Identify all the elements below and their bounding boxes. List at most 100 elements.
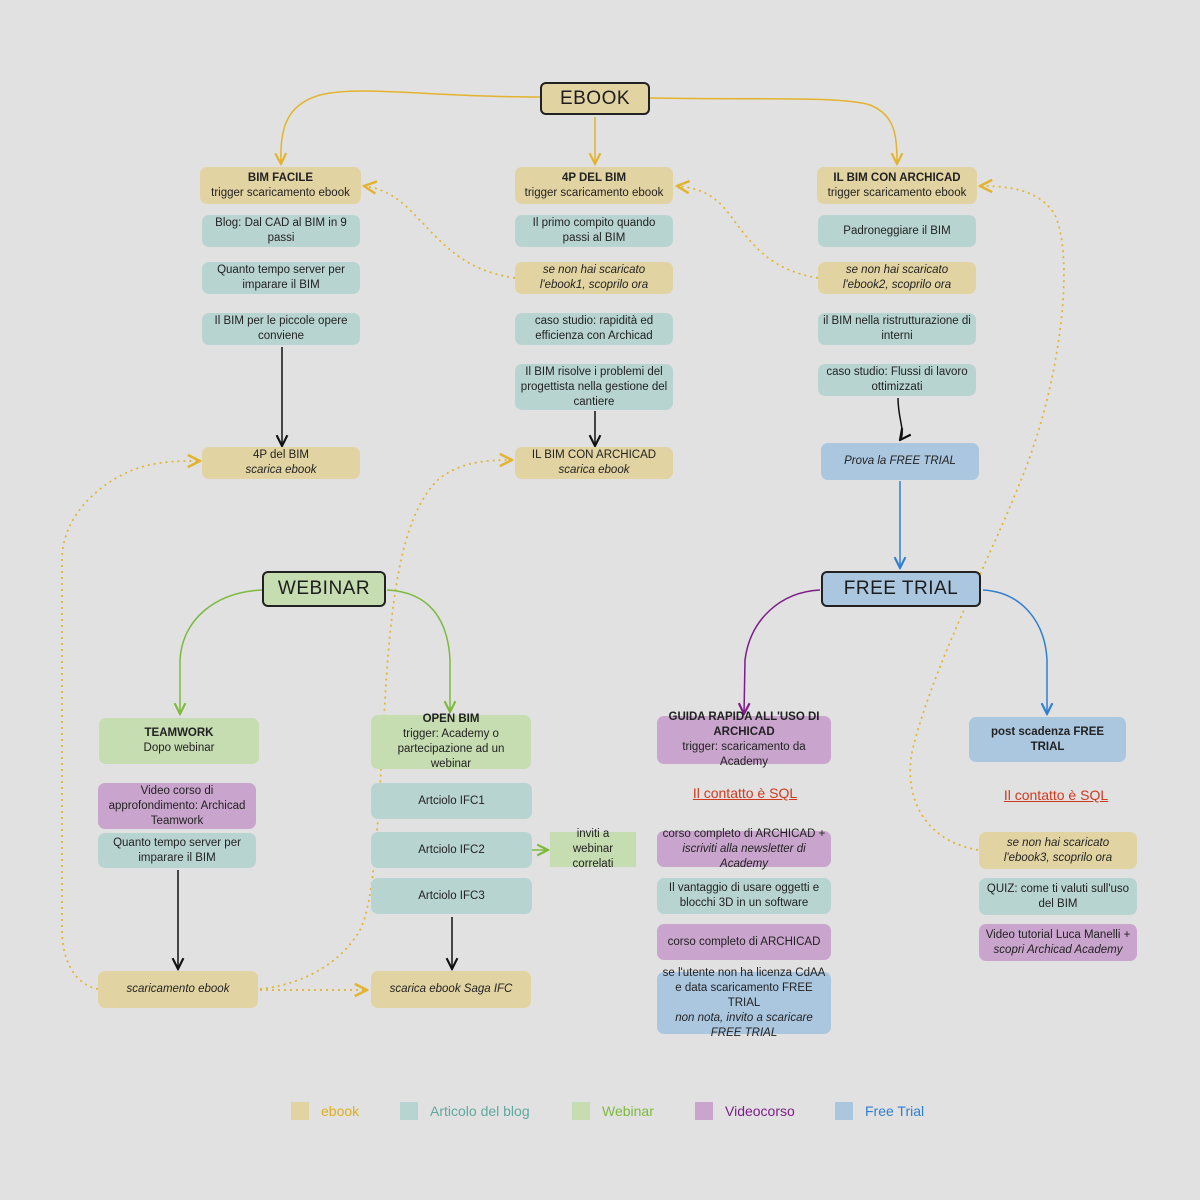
node-teamwork[interactable]: TEAMWORK Dopo webinar [99, 718, 259, 764]
node-gu-course2[interactable]: corso completo di ARCHICAD [657, 924, 831, 960]
edge-tw-end-to-bf-end [61, 461, 200, 990]
node-text: Prova la FREE TRIAL [844, 455, 956, 467]
edge-webinar-to-openbim [386, 589, 450, 712]
node-ob-ifc1[interactable]: Artciolo IFC1 [371, 783, 532, 819]
node-ob-ifc2[interactable]: Artciolo IFC2 [371, 832, 532, 868]
node-openbim[interactable]: OPEN BIM trigger: Academy o partecipazio… [371, 713, 531, 770]
legend-label: Videocorso [725, 1103, 795, 1119]
node-ac-noebook[interactable]: se non hai scaricato l'ebook2, scoprilo … [818, 262, 976, 294]
node-title: 4P DEL BIM [561, 171, 627, 184]
edge-ebook-to-archicad [649, 97, 897, 164]
node-text: se non hai scaricato l'ebook3, scoprilo … [1003, 836, 1113, 864]
node-p4-blog1[interactable]: Il primo compito quando passi al BIM [515, 215, 673, 247]
hub-ebook[interactable]: EBOOK [540, 82, 650, 115]
legend-swatch [835, 1102, 853, 1120]
guida-sql-label: Il contatto è SQL [692, 785, 798, 801]
node-text: il BIM nella ristrutturazione di interni [823, 315, 971, 342]
node-line2b: invito a scaricare FREE TRIAL [710, 1011, 813, 1039]
node-text: corso completo di ARCHICAD [667, 935, 821, 948]
legend-swatch [695, 1102, 713, 1120]
legend-blog: Articolo del blog [400, 1102, 530, 1120]
legend-label: Articolo del blog [430, 1103, 530, 1119]
node-bf-blog3[interactable]: Il BIM per le piccole opere conviene [202, 313, 360, 345]
legend-label: ebook [321, 1103, 360, 1119]
node-line1: IL BIM CON ARCHICAD [531, 449, 657, 461]
node-bim-con-archicad[interactable]: IL BIM CON ARCHICAD trigger scaricamento… [817, 167, 977, 204]
legend-videocorso: Videocorso [695, 1102, 795, 1120]
node-guida-rapida[interactable]: GUIDA RAPIDA ALL'USO DI ARCHICAD trigger… [657, 711, 831, 768]
node-line2: scarica ebook [245, 464, 317, 476]
node-ps-quiz[interactable]: QUIZ: come ti valuti sull'uso del BIM [979, 878, 1137, 915]
node-subtitle: trigger scaricamento ebook [827, 186, 967, 199]
legend-free-trial: Free Trial [835, 1102, 924, 1120]
node-text: Artciolo IFC1 [418, 794, 485, 807]
legend-label: Webinar [602, 1103, 654, 1119]
node-bf-end[interactable]: 4P del BIM scarica ebook [202, 447, 360, 479]
node-tw-video[interactable]: Video corso di approfondimento: Archicad… [98, 783, 256, 829]
node-tw-blog[interactable]: Quanto tempo server per imparare il BIM [98, 833, 256, 868]
node-subtitle: trigger: Academy o partecipazione ad un … [397, 728, 505, 770]
node-text: Artciolo IFC2 [418, 843, 485, 856]
node-line1: corso completo di ARCHICAD + [662, 827, 826, 840]
node-title: BIM FACILE [247, 171, 314, 184]
node-text: QUIZ: come ti valuti sull'uso del BIM [986, 882, 1130, 910]
legend-webinar: Webinar [572, 1102, 654, 1120]
node-bf-blog1[interactable]: Blog: Dal CAD al BIM in 9 passi [202, 215, 360, 247]
node-title: post scadenza FREE TRIAL [990, 725, 1105, 753]
legend-swatch [291, 1102, 309, 1120]
node-ob-ifc3[interactable]: Artciolo IFC3 [371, 878, 532, 914]
node-tw-end[interactable]: scaricamento ebook [98, 971, 258, 1008]
node-ob-end[interactable]: scarica ebook Saga IFC [371, 971, 531, 1008]
edge-noebook1-to-bim-facile [364, 186, 516, 279]
edge-freetrial-to-post [982, 589, 1047, 714]
node-ps-video[interactable]: Video tutorial Luca Manelli + scopri Arc… [979, 924, 1137, 961]
node-text: Quanto tempo server per imparare il BIM [217, 264, 345, 291]
node-text: caso studio: rapidità ed efficienza con … [534, 315, 654, 342]
legend-swatch [572, 1102, 590, 1120]
node-p4-case[interactable]: caso studio: rapidità ed efficienza con … [515, 313, 673, 345]
edge-freetrial-to-guida [744, 589, 821, 714]
node-text: scarica ebook Saga IFC [389, 983, 513, 995]
node-ac-case[interactable]: caso studio: Flussi di lavoro ottimizzat… [818, 364, 976, 396]
edge-ac-case-to-trial [897, 397, 902, 440]
node-text: Il BIM risolve i problemi del progettist… [520, 365, 668, 408]
node-title: IL BIM CON ARCHICAD [833, 171, 961, 184]
node-post-scadenza[interactable]: post scadenza FREE TRIAL [969, 717, 1126, 762]
node-ac-trial[interactable]: Prova la FREE TRIAL [821, 443, 979, 480]
node-gu-blog[interactable]: Il vantaggio di usare oggetti e blocchi … [657, 878, 831, 914]
hub-free-trial[interactable]: FREE TRIAL [821, 571, 981, 607]
legend-ebook: ebook [291, 1102, 359, 1120]
node-text: inviti a webinar correlati [572, 828, 614, 870]
legend-swatch [400, 1102, 418, 1120]
node-text: se non hai scaricato l'ebook1, scoprilo … [539, 264, 649, 291]
node-title: GUIDA RAPIDA ALL'USO DI ARCHICAD [668, 711, 820, 738]
node-line1: 4P del BIM [252, 449, 310, 461]
node-ps-noebook[interactable]: se non hai scaricato l'ebook3, scoprilo … [979, 832, 1137, 869]
node-bim-facile[interactable]: BIM FACILE trigger scaricamento ebook [200, 167, 361, 204]
node-line1: se l'utente non ha licenza CdAA e data s… [662, 966, 826, 1009]
node-line2: scopri Archicad Academy [993, 943, 1123, 956]
node-text: Il primo compito quando passi al BIM [532, 217, 656, 244]
hub-webinar[interactable]: WEBINAR [262, 571, 386, 607]
post-sql-label: Il contatto è SQL [1003, 787, 1109, 803]
edge-noebook2-to-4p [677, 186, 819, 279]
node-p4-end[interactable]: IL BIM CON ARCHICAD scarica ebook [515, 447, 673, 479]
node-gu-course[interactable]: corso completo di ARCHICAD + iscriviti a… [657, 828, 831, 870]
node-line2: scarica ebook [558, 464, 630, 476]
edge-webinar-to-teamwork [180, 589, 263, 714]
node-4p-del-bim[interactable]: 4P DEL BIM trigger scaricamento ebook [515, 167, 673, 204]
legend-label: Free Trial [865, 1103, 925, 1119]
node-ac-blog1[interactable]: Padroneggiare il BIM [818, 215, 976, 247]
node-text: Quanto tempo server per imparare il BIM [113, 836, 241, 864]
node-subtitle: trigger scaricamento ebook [211, 186, 350, 199]
node-gu-trial[interactable]: se l'utente non ha licenza CdAA e data s… [657, 967, 831, 1039]
node-line2: iscriviti alla newsletter di Academy [682, 842, 806, 870]
edge-ebook-to-bim-facile [281, 90, 541, 164]
node-line2a: non nota, [675, 1011, 724, 1024]
node-p4-noebook[interactable]: se non hai scaricato l'ebook1, scoprilo … [515, 262, 673, 294]
node-ac-blog2[interactable]: il BIM nella ristrutturazione di interni [818, 313, 976, 345]
node-bf-blog2[interactable]: Quanto tempo server per imparare il BIM [202, 262, 360, 294]
node-p4-blog2[interactable]: Il BIM risolve i problemi del progettist… [515, 364, 673, 410]
node-ob-invite[interactable]: inviti a webinar correlati [550, 828, 636, 870]
